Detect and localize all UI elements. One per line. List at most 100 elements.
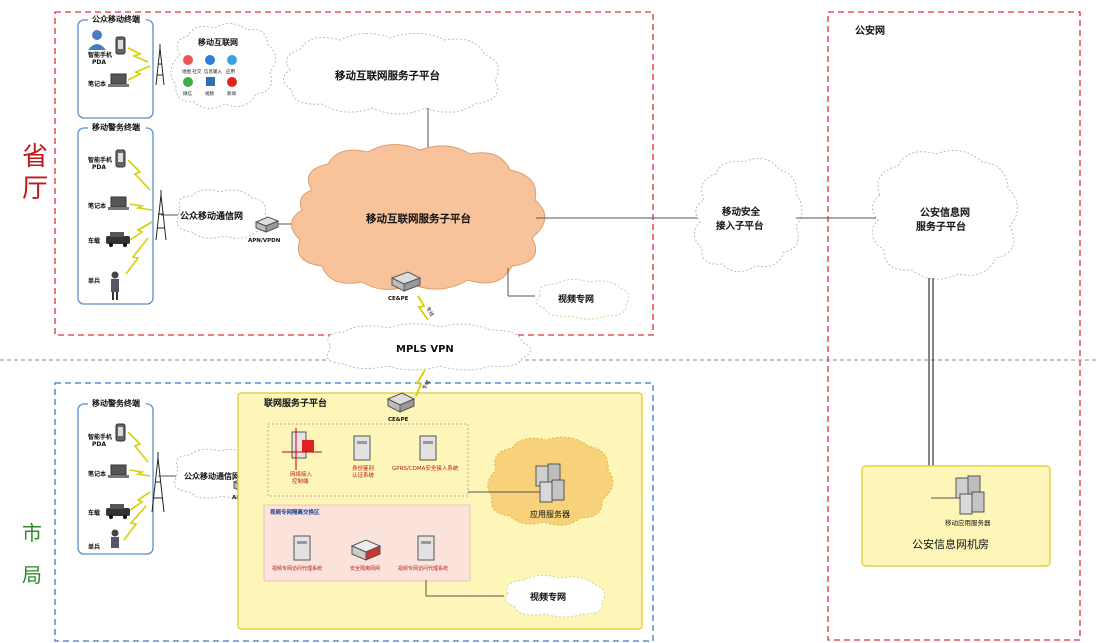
antenna-tower-icon — [155, 190, 167, 241]
region-label-province-1: 省 — [22, 142, 48, 172]
server-rack-icon — [955, 475, 985, 515]
gateway-icon — [350, 539, 382, 561]
region-label-city-2: 局 — [22, 563, 42, 587]
app-label-row2a: 微信 — [183, 90, 192, 97]
public-comm-label: 公众移动通信网 — [180, 210, 243, 222]
ps-net-border — [827, 11, 1081, 641]
wireless-signal-icon — [129, 221, 153, 241]
public-laptop-label: 笔记本 — [87, 80, 107, 88]
police-terminals-title: 移动警务终端 — [92, 122, 140, 132]
wireless-signal-icon — [125, 237, 149, 275]
router-icon — [390, 271, 422, 292]
ps-info-label-2: 服务子平台 — [916, 220, 966, 233]
mpls-label: MPLS VPN — [396, 344, 454, 355]
access-item-2b: 认证系统 — [352, 471, 375, 479]
ce-pe-label-province: CE&PE — [388, 296, 409, 302]
city-car-label: 车载 — [88, 509, 100, 517]
public-phone-label-2: PDA — [92, 59, 106, 66]
city-public-comm-label: 公众移动通信网 — [184, 471, 240, 481]
wireless-signal-icon — [415, 369, 426, 397]
access-item-2a: 身份鉴别 — [352, 464, 374, 472]
city-officer-label: 单兵 — [88, 543, 100, 551]
person-icon — [88, 30, 106, 50]
wireless-signal-icon — [123, 505, 147, 541]
police-officer-icon — [111, 529, 119, 548]
police-officer-label: 单兵 — [88, 277, 100, 285]
router-icon — [254, 216, 280, 233]
city-border — [54, 382, 654, 642]
security-access-label-1: 移动安全 — [722, 206, 761, 218]
mobile-internet-cloud — [170, 23, 276, 109]
city-phone-label-1: 智能手机 — [88, 433, 112, 441]
server-icon — [417, 535, 435, 561]
access-item-1b: 控制端 — [292, 477, 309, 485]
app-label-row2c: 新闻 — [227, 90, 236, 97]
video-net-cloud — [536, 278, 630, 320]
app-label-row2b: 视频 — [205, 90, 214, 97]
city-platform-title: 联网服务子平台 — [264, 397, 327, 409]
phone-icon — [115, 423, 126, 442]
ps-app-server-label: 移动应用服务器 — [945, 518, 991, 527]
link-label-province: 专线 — [424, 306, 435, 318]
app-label-row1: 地图 社交 — [182, 68, 202, 75]
police-phone-label-1: 智能手机 — [88, 156, 112, 164]
ps-info-label-1: 公安信息网 — [920, 206, 970, 219]
server-icon — [353, 435, 371, 461]
main-cloud-label: 移动互联网服务子平台 — [366, 212, 471, 225]
security-access-cloud — [694, 157, 803, 272]
app-label-row1b: 信息输入 — [204, 68, 222, 75]
ps-info-cloud — [871, 149, 1018, 280]
antenna-tower-icon — [151, 452, 165, 513]
main-service-cloud — [291, 144, 546, 290]
city-laptop-label: 笔记本 — [87, 470, 107, 478]
police-car-label: 车载 — [88, 237, 100, 245]
police-car-icon — [106, 232, 130, 247]
public-comm-cloud — [176, 189, 268, 239]
police-laptop-label: 笔记本 — [87, 202, 107, 210]
wireless-signal-icon — [129, 469, 151, 477]
apn-vpdn-label: APN/VPDN — [248, 238, 281, 244]
wireless-signal-icon — [127, 159, 151, 191]
access-item-3: GPRS/CDMA安全接入系统 — [392, 464, 459, 472]
exchange-item-2: 安全隔离网闸 — [350, 565, 380, 572]
laptop-icon — [108, 196, 129, 210]
phone-icon — [115, 149, 126, 168]
exchange-title: 视频专网隔离交换区 — [270, 508, 320, 516]
mobile-internet-title: 移动互联网 — [198, 37, 238, 47]
wireless-signal-icon — [417, 295, 429, 321]
wireless-signal-icon — [127, 431, 149, 463]
wireless-signal-icon — [129, 203, 153, 211]
app-label-row1c: 应用 — [226, 68, 235, 75]
public-terminals-title: 公众移动终端 — [92, 14, 140, 24]
wireless-signal-icon — [127, 47, 149, 63]
top-cloud-label: 移动互联网服务子平台 — [335, 69, 440, 82]
server-rack-icon — [535, 463, 565, 503]
wireless-signal-icon — [127, 65, 151, 81]
ps-machine-room — [861, 465, 1051, 567]
region-label-city-1: 市 — [22, 521, 42, 545]
mpls-vpn-cloud — [326, 323, 532, 371]
region-label-province-2: 厅 — [22, 174, 48, 204]
server-icon — [293, 535, 311, 561]
city-video-net-cloud — [504, 574, 606, 618]
city-phone-label-2: PDA — [92, 441, 106, 448]
ps-net-label: 公安网 — [855, 24, 885, 37]
video-net-label-province: 视频专网 — [558, 293, 594, 305]
security-access-label-2: 接入子平台 — [716, 220, 764, 232]
antenna-tower-icon — [155, 44, 165, 86]
phone-icon — [115, 36, 126, 55]
police-car-icon — [106, 504, 130, 519]
public-phone-label-1: 智能手机 — [88, 51, 112, 59]
ce-pe-label-city: CE&PE — [388, 417, 409, 423]
wireless-signal-icon — [129, 491, 151, 511]
laptop-icon — [108, 464, 129, 478]
app-server-label: 应用服务器 — [530, 509, 570, 519]
city-police-terminals-title: 移动警务终端 — [92, 398, 140, 408]
laptop-icon — [108, 73, 129, 87]
link-label-city: 专线 — [421, 379, 432, 391]
access-area — [267, 423, 469, 497]
exchange-item-3: 视频专网访问代理系统 — [398, 565, 448, 572]
firewall-icon — [282, 428, 322, 470]
app-icons — [183, 55, 237, 87]
